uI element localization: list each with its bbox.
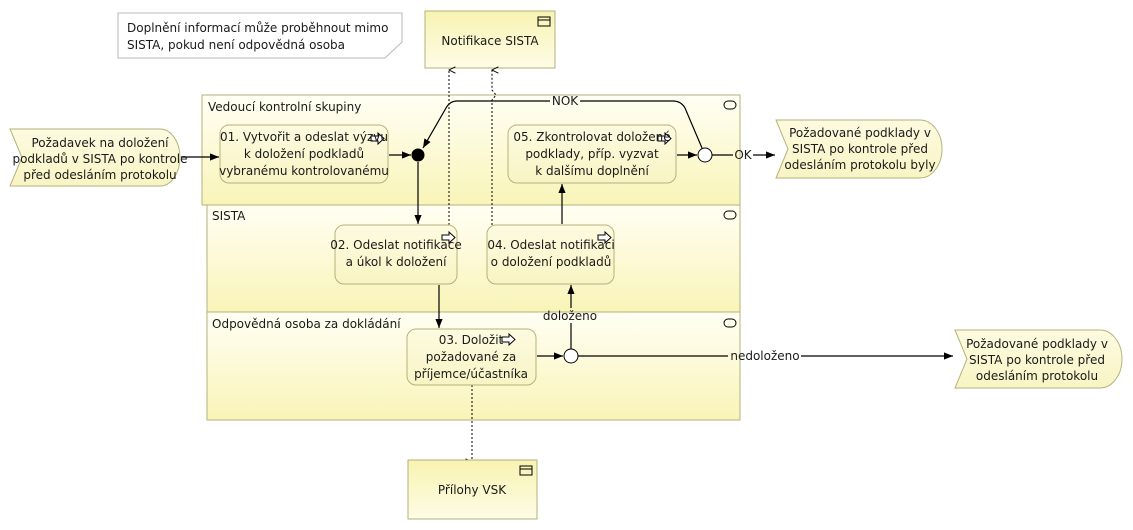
end-nok-line: Požadované podklady v [966, 337, 1108, 351]
data-store-icon [519, 465, 533, 476]
association-lines [449, 70, 496, 462]
task-04[interactable]: 04. Odeslat notifikaci o doložení podkla… [486, 224, 615, 285]
lane-sista: SISTA [206, 204, 741, 313]
annotation-note: Doplnění informací může proběhnout mimo … [117, 12, 403, 59]
task-03-line: 03. Doložit [439, 333, 504, 347]
task-02-line: 02. Odeslat notifikace [330, 238, 461, 252]
end-nok-line: odesláním protokolu [976, 369, 1098, 383]
lane-label: Vedoucí kontrolní skupiny [208, 100, 361, 114]
send-icon [597, 230, 612, 245]
flow-label-nok: NOK [552, 94, 579, 108]
data-object-prilohy-vsk[interactable]: Přílohy VSK [407, 459, 538, 520]
decision-gateway-ok[interactable] [697, 147, 713, 163]
merge-gateway[interactable] [411, 148, 425, 162]
task-05-line: podklady, příp. vyzvat [525, 147, 659, 161]
lane-toggle-icon[interactable] [723, 210, 737, 220]
decision-gateway-dolozeno[interactable] [563, 348, 579, 364]
start-event-line: podkladů v SISTA po kontrole [12, 152, 187, 166]
task-05[interactable]: 05. Zkontrolovat doložené podklady, příp… [507, 124, 677, 184]
note-line-1: Doplnění informací může proběhnout mimo [127, 21, 388, 35]
flow-nok-a [580, 100, 703, 149]
flow-label-nedolozeno: nedoloženo [730, 349, 799, 363]
end-ok-line: odesláním protokolu byly [784, 158, 935, 172]
task-01-line: 01. Vytvořit a odeslat výzvu [220, 130, 388, 144]
notifikace-label: Notifikace SISTA [441, 34, 539, 48]
task-03[interactable]: 03. Doložit požadované za příjemce/účast… [406, 328, 537, 386]
data-store-icon [537, 16, 551, 27]
task-02-line: a úkol k doložení [346, 255, 447, 269]
end-ok-line: SISTA po kontrole před [792, 142, 928, 156]
note-line-2: SISTA, pokud není odpovědná osoba [127, 38, 345, 52]
end-event-nedolozeno[interactable]: Požadované podklady v SISTA po kontrole … [954, 329, 1123, 389]
lane-toggle-icon[interactable] [723, 100, 737, 110]
flow-nok-to-merge [422, 100, 550, 149]
flow-label-dolozeno: doloženo [543, 309, 597, 323]
prilohy-label: Přílohy VSK [438, 483, 507, 497]
start-event[interactable]: Požadavek na doložení podkladů v SISTA p… [9, 128, 188, 187]
lane-label: SISTA [212, 209, 246, 223]
send-icon [441, 230, 456, 245]
end-event-ok[interactable]: Požadované podklady v SISTA po kontrole … [775, 119, 943, 179]
data-object-notifikace-sista[interactable]: Notifikace SISTA [424, 10, 556, 69]
send-icon [657, 131, 672, 146]
task-03-line: požadované za [426, 350, 516, 364]
task-02[interactable]: 02. Odeslat notifikace a úkol k doložení [330, 224, 462, 285]
task-04-line: o doložení podkladů [491, 255, 612, 269]
start-event-line: před odesláním protokolu [23, 168, 176, 182]
task-01[interactable]: 01. Vytvořit a odeslat výzvu k doložení … [219, 124, 389, 184]
task-03-line: příjemce/účastníka [414, 367, 528, 381]
task-05-line: k dalšímu doplnění [535, 164, 649, 178]
flow-label-ok: OK [734, 148, 752, 162]
task-01-line: k doložení podkladů [244, 147, 364, 161]
end-ok-line: Požadované podklady v [789, 126, 931, 140]
send-icon [370, 131, 385, 146]
sequence-flows [181, 100, 953, 360]
lane-toggle-icon[interactable] [723, 318, 737, 328]
task-05-line: 05. Zkontrolovat doložené [513, 130, 670, 144]
lane-label: Odpovědná osoba za dokládání [212, 317, 401, 331]
end-nok-line: SISTA po kontrole před [969, 353, 1105, 367]
task-04-line: 04. Odeslat notifikaci [487, 238, 614, 252]
task-01-line: vybranému kontrolovanému [219, 164, 389, 178]
start-event-line: Požadavek na doložení [31, 136, 169, 150]
send-icon [501, 332, 516, 347]
